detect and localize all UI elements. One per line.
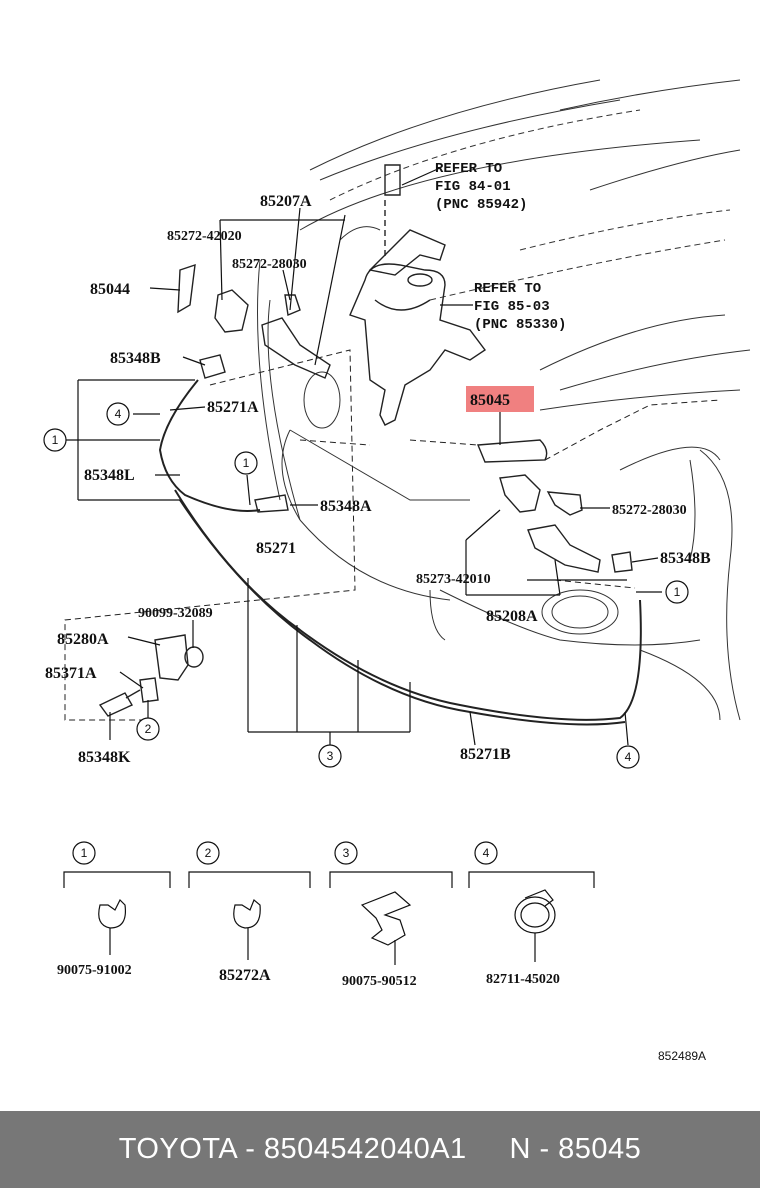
svg-text:1: 1 [674, 585, 681, 599]
label-85207A[interactable]: 85207A [260, 193, 312, 210]
svg-text:2: 2 [145, 722, 152, 736]
legend-part-4[interactable]: 82711-45020 [486, 972, 560, 987]
ref1-line1: REFER TO [435, 161, 502, 177]
legend: 1 90075-91002 2 85272A 3 90075-90512 [57, 841, 595, 989]
label-85271B[interactable]: 85271B [460, 746, 511, 763]
callout-4-right: 4 [616, 745, 640, 769]
legend-part-1[interactable]: 90075-91002 [57, 963, 132, 978]
callout-3: 3 [318, 744, 342, 768]
svg-text:1: 1 [52, 433, 59, 447]
ref2-line3: (PNC 85330) [474, 317, 566, 333]
left-nozzle-assembly [177, 263, 331, 513]
svg-text:4: 4 [483, 846, 490, 860]
label-85272-28030-right[interactable]: 85272-28030 [612, 503, 687, 518]
label-85348K[interactable]: 85348K [78, 749, 131, 766]
svg-text:1: 1 [243, 456, 250, 470]
label-85045[interactable]: 85045 [470, 392, 510, 409]
washer-tank [349, 164, 487, 426]
ref1-line3: (PNC 85942) [435, 197, 527, 213]
svg-text:3: 3 [327, 749, 334, 763]
label-85271A[interactable]: 85271A [207, 399, 259, 416]
figure-code: 852489A [658, 1049, 706, 1063]
ref1-line2: FIG 84-01 [435, 179, 511, 195]
footer-text: TOYOTA - 8504542040A1 N - 85045 [118, 1133, 642, 1165]
part-labels: 85207A 85272-42020 85272-28030 85044 853… [45, 193, 711, 766]
ref2-line1: REFER TO [474, 281, 541, 297]
pump-assembly [98, 634, 204, 717]
label-90099-32089[interactable]: 90099-32089 [138, 606, 213, 621]
svg-text:4: 4 [115, 407, 122, 421]
clamp-2-icon [233, 899, 261, 929]
legend-item-3: 3 90075-90512 [329, 841, 453, 989]
svg-text:4: 4 [625, 750, 632, 764]
svg-text:2: 2 [205, 846, 212, 860]
assembly-boundaries [64, 349, 721, 721]
callout-1-right: 1 [665, 580, 689, 604]
svg-text:3: 3 [343, 846, 350, 860]
callout-1-mid: 1 [234, 451, 258, 475]
clamp-4-icon [514, 889, 556, 934]
ref2-line2: FIG 85-03 [474, 299, 550, 315]
label-85348B-left[interactable]: 85348B [110, 350, 161, 367]
reference-notes: REFER TO FIG 84-01 (PNC 85942) REFER TO … [435, 161, 566, 333]
legend-part-3[interactable]: 90075-90512 [342, 974, 417, 989]
label-85272-28030-top[interactable]: 85272-28030 [232, 257, 307, 272]
hoses [158, 379, 642, 726]
legend-item-2: 2 85272A [188, 841, 311, 984]
right-nozzle-assembly [476, 439, 633, 573]
clamp-1-icon [98, 898, 127, 929]
label-85371A[interactable]: 85371A [45, 665, 97, 682]
label-85044[interactable]: 85044 [90, 281, 130, 298]
vehicle-body-outline [257, 79, 751, 721]
label-85273-42010[interactable]: 85273-42010 [416, 572, 491, 587]
label-85280A[interactable]: 85280A [57, 631, 109, 648]
label-85272-42020[interactable]: 85272-42020 [167, 229, 242, 244]
label-85348B-right[interactable]: 85348B [660, 550, 711, 567]
legend-item-1: 1 90075-91002 [57, 841, 171, 978]
leader-lines [55, 167, 662, 746]
label-85348A[interactable]: 85348A [320, 498, 372, 515]
callout-1-left: 1 [43, 428, 67, 452]
callout-4-left: 4 [106, 402, 130, 426]
callout-circles: 4 1 1 1 2 3 4 [43, 402, 689, 769]
legend-item-4: 4 82711-45020 [468, 841, 595, 987]
callout-2: 2 [136, 717, 160, 741]
label-85348L[interactable]: 85348L [84, 467, 135, 484]
label-85271[interactable]: 85271 [256, 540, 296, 557]
clamp-3-icon [360, 891, 412, 946]
legend-part-2[interactable]: 85272A [219, 967, 271, 984]
highlight-box [466, 386, 534, 412]
label-85208A[interactable]: 85208A [486, 608, 538, 625]
svg-text:1: 1 [81, 846, 88, 860]
parts-diagram: 85207A 85272-42020 85272-28030 85044 853… [43, 79, 751, 1063]
footer-bar: TOYOTA - 8504542040A1 N - 85045 [0, 1111, 760, 1188]
